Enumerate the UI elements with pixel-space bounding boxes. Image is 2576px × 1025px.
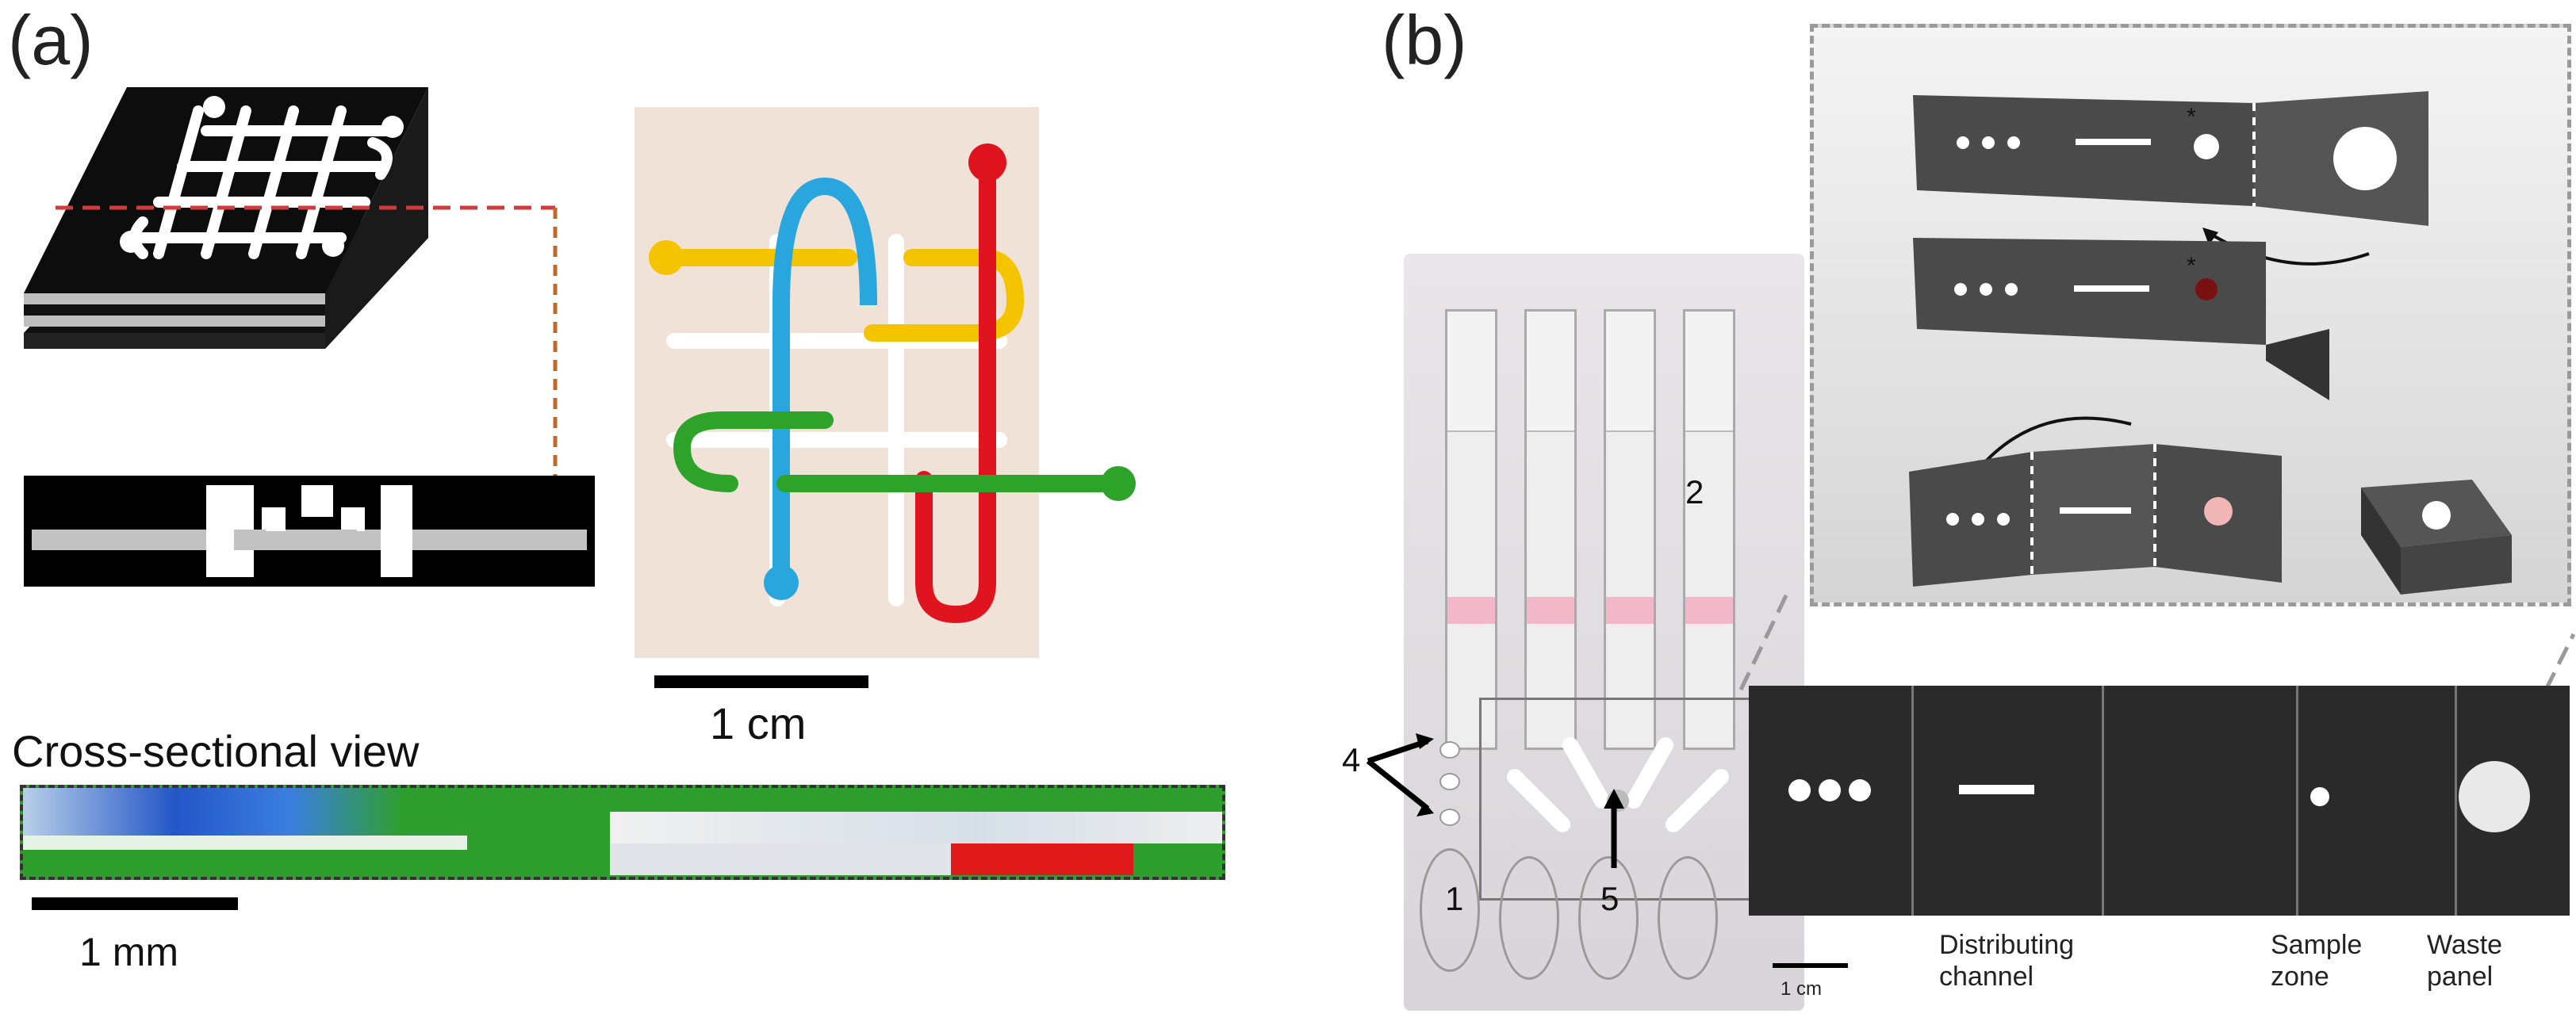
panel-b-label: (b) [1382, 1, 1467, 79]
sample-zone-line1: Sample [2271, 930, 2363, 960]
svg-text:*: * [2187, 104, 2196, 130]
waste-panel-line1: Waste [2427, 930, 2503, 960]
folding-inset: * * [1810, 24, 2571, 606]
label-number-1: 1 [1445, 880, 1464, 917]
knot-device-photo [634, 107, 1136, 658]
sample-zone-label: Sample zone [2271, 929, 2362, 992]
panel-a-label: (a) [8, 1, 94, 79]
scale-bar-1cm-a [654, 675, 868, 688]
scale-bar-1mm-label: 1 mm [79, 930, 178, 974]
red-channel [915, 154, 996, 624]
label-number-2: 2 [1685, 473, 1704, 511]
label-number-4: 4 [1342, 741, 1361, 778]
label-number-5: 5 [1600, 880, 1620, 917]
scale-bar-1cm-a-label: 1 cm [710, 698, 807, 748]
lateral-flow-device-photo [1404, 254, 1804, 1011]
blue-channel [772, 177, 877, 591]
svg-text:*: * [2187, 253, 2196, 279]
scale-bar-1mm [32, 897, 238, 910]
distributing-channel-line2: channel [1939, 962, 2034, 992]
test-strip-4 [1683, 309, 1735, 750]
test-strip-2 [1524, 309, 1577, 750]
test-strip-1 [1445, 309, 1497, 750]
scale-bar-1cm-b-label: 1 cm [1781, 978, 1823, 1000]
waste-panel-label: Waste panel [2427, 929, 2502, 992]
unfolded-paper-strip [1749, 686, 2570, 916]
layered-device-illustration [24, 87, 558, 535]
sample-zone-line2: zone [2271, 962, 2329, 992]
distributing-channel-line1: Distributing [1939, 930, 2075, 960]
test-strip-3 [1604, 309, 1656, 750]
cross-section-title: Cross-sectional view [12, 726, 420, 776]
distributing-channel-label: Distributing channel [1939, 929, 2074, 992]
waste-panel-line2: panel [2427, 962, 2494, 992]
cross-section-photo [20, 785, 1225, 880]
scale-bar-1cm-b [1773, 963, 1848, 968]
cross-section-schematic [24, 476, 595, 587]
